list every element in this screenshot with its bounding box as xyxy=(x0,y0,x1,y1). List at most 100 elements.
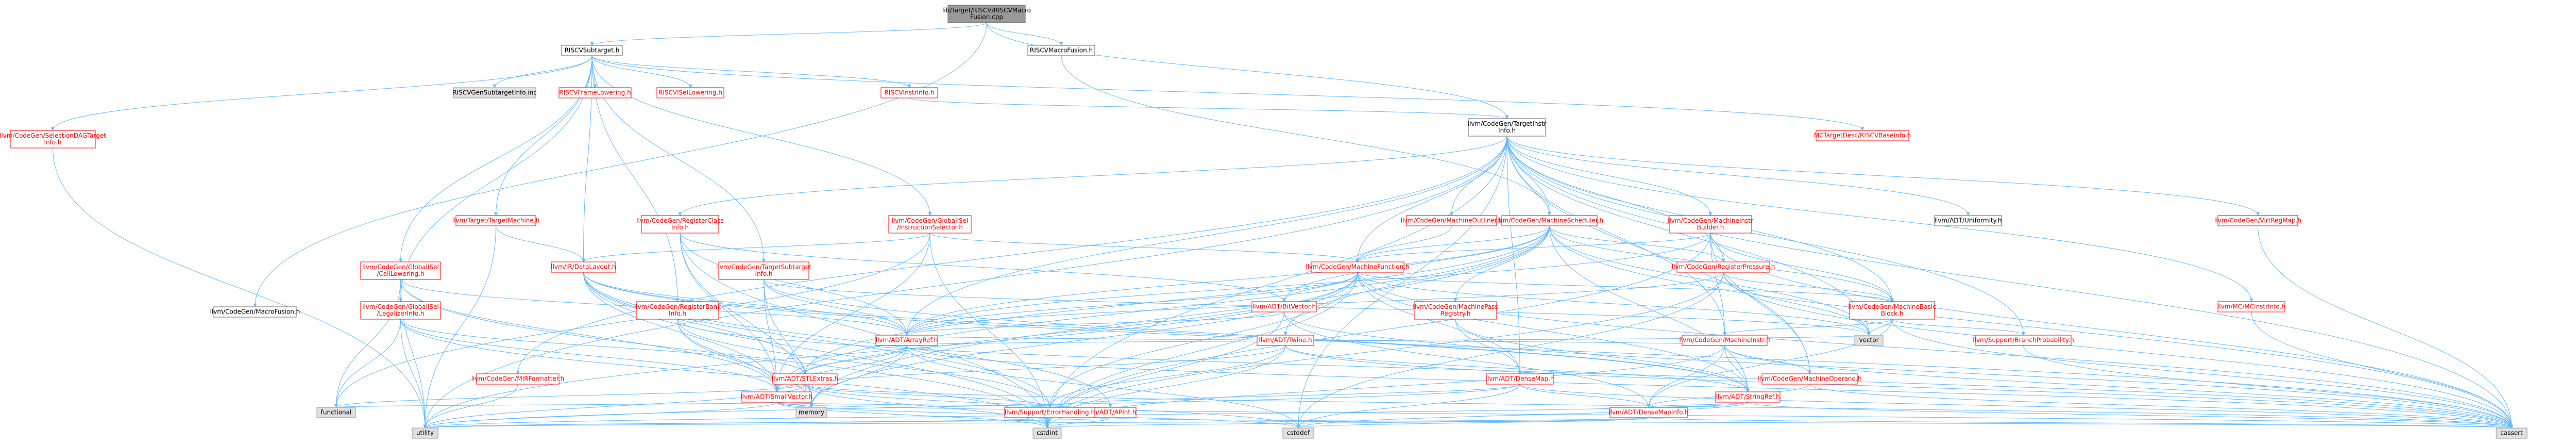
edge-tsi-to-cassert xyxy=(1506,136,2514,428)
node-label-irdatalayout-line0: llvm/IR/DataLayout.h xyxy=(551,263,616,271)
edge-tsi-to-cgmachineoperand xyxy=(1506,136,1811,374)
edge-tsi-to-cstdint xyxy=(1045,136,1507,428)
node-cgmirformatter[interactable]: llvm/CodeGen/MIRFormatter.h xyxy=(471,373,564,385)
edge-adttwine-to-supporterrorhandling xyxy=(1048,345,1286,408)
node-riscvisellowering[interactable]: RISCVISelLowering.h xyxy=(656,87,724,98)
node-label-adtstlextras-line0: llvm/ADT/STLExtras.h xyxy=(772,375,838,383)
node-label-cgmachineinstr-line0: llvm/CodeGen/MachineInstr.h xyxy=(1679,337,1770,344)
node-adtstringref[interactable]: llvm/ADT/StringRef.h xyxy=(1715,391,1781,403)
node-cstdint: cstdint xyxy=(1032,427,1062,439)
edge-adtarrayref-to-memory xyxy=(809,345,907,408)
node-box-riscvinstrinfo xyxy=(880,87,938,98)
edge-cgglobalisellegalizer-to-cstdint xyxy=(400,319,1049,428)
node-root[interactable]: lib/Target/RISCV/RISCVMacroFusion.cpp xyxy=(942,5,1031,23)
node-label-globaliselinstsel-line0: llvm/CodeGen/GlobalISel xyxy=(892,217,969,224)
edge-cgmachinebasicblock-to-supportbranchprob xyxy=(1892,319,2025,336)
node-adtapint[interactable]: llvm/ADT/APInt.h xyxy=(1084,407,1137,418)
node-riscvbaseinfo[interactable]: MCTargetDesc/RISCVBaseInfo.h xyxy=(1814,130,1911,141)
node-box-cgmachineoutliner xyxy=(1406,215,1497,226)
node-riscvinstrinfo[interactable]: RISCVInstrInfo.h xyxy=(880,87,938,98)
node-box-riscvsubtarget xyxy=(561,45,623,56)
node-label-cgmachinebasicblock-line0: llvm/CodeGen/MachineBasic xyxy=(1848,303,1936,310)
node-utility: utility xyxy=(412,427,438,439)
node-cgglobalisellegalizer[interactable]: llvm/CodeGen/GlobalISel/LegalizerInfo.h xyxy=(360,301,441,320)
edge-irdatalayout-to-adtsmallvector xyxy=(583,272,778,392)
node-box-cgmachineinstr xyxy=(1682,335,1768,346)
node-box-cgglobaliselcalllowering xyxy=(360,261,441,280)
edge-riscvinstrinfo-to-tsi xyxy=(909,97,1509,119)
node-box-cgmachinepassregistry xyxy=(1414,301,1497,320)
node-functional: functional xyxy=(316,407,356,418)
node-cgglobaliselcalllowering[interactable]: llvm/CodeGen/GlobalISel/CallLowering.h xyxy=(360,261,441,280)
node-label-cgmachinepassregistry-line1: Registry.h xyxy=(1440,310,1471,317)
node-cgmachineoutliner[interactable]: llvm/CodeGen/MachineOutliner.h xyxy=(1401,215,1502,226)
node-adtarrayref[interactable]: llvm/ADT/ArrayRef.h xyxy=(875,335,938,346)
node-box-mcmcinstrinfo xyxy=(2217,301,2285,312)
edge-cgmachinescheduler-to-adtbitvector xyxy=(1282,225,1550,302)
node-adtdensemapinfo[interactable]: llvm/ADT/DenseMapInfo.h xyxy=(1608,407,1689,418)
node-riscvsubtarget[interactable]: RISCVSubtarget.h xyxy=(561,45,623,56)
node-cgmachineoperand[interactable]: llvm/CodeGen/MachineOperand.h xyxy=(1757,373,1862,385)
edge-cgmachinepassregistry-to-adtstringref xyxy=(1455,319,1750,392)
node-label-mcmcinstrinfo-line0: llvm/MC/MCInstrInfo.h xyxy=(2217,303,2285,310)
node-globaliselinstsel[interactable]: llvm/CodeGen/GlobalISel/InstructionSelec… xyxy=(888,215,972,234)
node-box-cgmirformatter xyxy=(476,373,560,385)
node-label-cgregisterpressure-line0: llvm/CodeGen/RegisterPressure.h xyxy=(1672,263,1775,271)
node-label-adtdensemapinfo-line0: llvm/ADT/DenseMapInfo.h xyxy=(1608,409,1688,416)
edge-adtstlextras-to-functional xyxy=(334,384,805,408)
edge-riscvsubtarget-to-riscvgensubtarget xyxy=(493,55,592,88)
node-cgmachineinstr[interactable]: llvm/CodeGen/MachineInstr.h xyxy=(1679,335,1770,346)
edge-tsi-to-cgmirformatter xyxy=(516,136,1507,374)
node-label-cgmachineoperand-line0: llvm/CodeGen/MachineOperand.h xyxy=(1757,375,1861,383)
edge-adtbitvector-to-cassert xyxy=(1284,311,2514,428)
node-box-cgvirtregmap xyxy=(2217,215,2298,226)
node-adtdensemap[interactable]: llvm/ADT/DenseMap.h xyxy=(1486,373,1554,385)
node-box-vector xyxy=(1854,335,1884,346)
node-cgvirtregmap[interactable]: llvm/CodeGen/VirtRegMap.h xyxy=(2214,215,2301,226)
node-label-cstdint-line0: cstdint xyxy=(1037,430,1058,437)
node-box-irdatalayout xyxy=(551,261,616,273)
node-supportbranchprob[interactable]: llvm/Support/BranchProbability.h xyxy=(1973,335,2074,346)
node-box-adtstlextras xyxy=(772,373,838,385)
node-label-adttwine-line0: llvm/ADT/Twine.h xyxy=(1259,337,1312,344)
node-irdatalayout[interactable]: llvm/IR/DataLayout.h xyxy=(551,261,616,273)
node-label-cgregisterbankinfo-line0: llvm/CodeGen/RegisterBank xyxy=(634,303,721,310)
node-box-adtuniformity xyxy=(1934,215,2002,226)
node-cgmacrofusion[interactable]: llvm/CodeGen/MacroFusion.h xyxy=(210,306,300,318)
node-adttwine[interactable]: llvm/ADT/Twine.h xyxy=(1257,335,1314,346)
edge-cgtargetsubtargetinfo-to-adtsmallvector xyxy=(764,279,778,392)
node-cgmachinescheduler[interactable]: llvm/CodeGen/MachineScheduler.h xyxy=(1496,215,1603,226)
edge-cgregisterbankinfo-to-supporterrorhandling xyxy=(677,319,1052,408)
node-riscvframelowering[interactable]: RISCVFrameLowering.h xyxy=(558,87,632,98)
node-supporterrorhandling[interactable]: llvm/Support/ErrorHandling.h xyxy=(1004,407,1095,418)
edge-globaliselinstsel-to-cgmachinefunction xyxy=(929,233,1360,262)
node-label-cgregisterclassinfo-line0: llvm/CodeGen/RegisterClass xyxy=(636,217,724,224)
node-riscvmacrofusionh[interactable]: RISCVMacroFusion.h xyxy=(1027,45,1095,56)
edge-adtbitvector-to-adtdensemapinfo xyxy=(1284,311,1651,408)
edge-cgmachineinstrbuilder-to-cstdint xyxy=(1045,233,1711,428)
node-mcmcinstrinfo[interactable]: llvm/MC/MCInstrInfo.h xyxy=(2217,301,2285,312)
edge-adtarrayref-to-cassert xyxy=(906,345,2514,428)
node-vector: vector xyxy=(1854,335,1884,346)
node-targettargetmachine[interactable]: llvm/Target/TargetMachine.h xyxy=(452,215,539,226)
node-cgregisterpressure[interactable]: llvm/CodeGen/RegisterPressure.h xyxy=(1672,261,1775,273)
node-adtuniformity[interactable]: llvm/ADT/Uniformity.h xyxy=(1934,215,2002,226)
node-adtsmallvector[interactable]: llvm/ADT/SmallVector.h xyxy=(740,391,813,403)
edge-irdatalayout-to-adtapint xyxy=(583,272,1112,408)
edge-cgglobalisellegalizer-to-adtsmallvector xyxy=(400,319,778,392)
node-adtbitvector[interactable]: llvm/ADT/BitVector.h xyxy=(1251,301,1317,312)
node-cgmachinefunction[interactable]: llvm/CodeGen/MachineFunction.h xyxy=(1306,261,1410,273)
node-box-cgtargetsubtargetinfo xyxy=(718,261,809,280)
node-label-adtdensemap-line0: llvm/ADT/DenseMap.h xyxy=(1486,375,1554,383)
node-label-cgtargetsubtargetinfo-line1: Info.h xyxy=(755,270,773,277)
node-adtstlextras[interactable]: llvm/ADT/STLExtras.h xyxy=(772,373,838,385)
edge-cgmachinefunction-to-adtsmallvector xyxy=(775,272,1358,392)
